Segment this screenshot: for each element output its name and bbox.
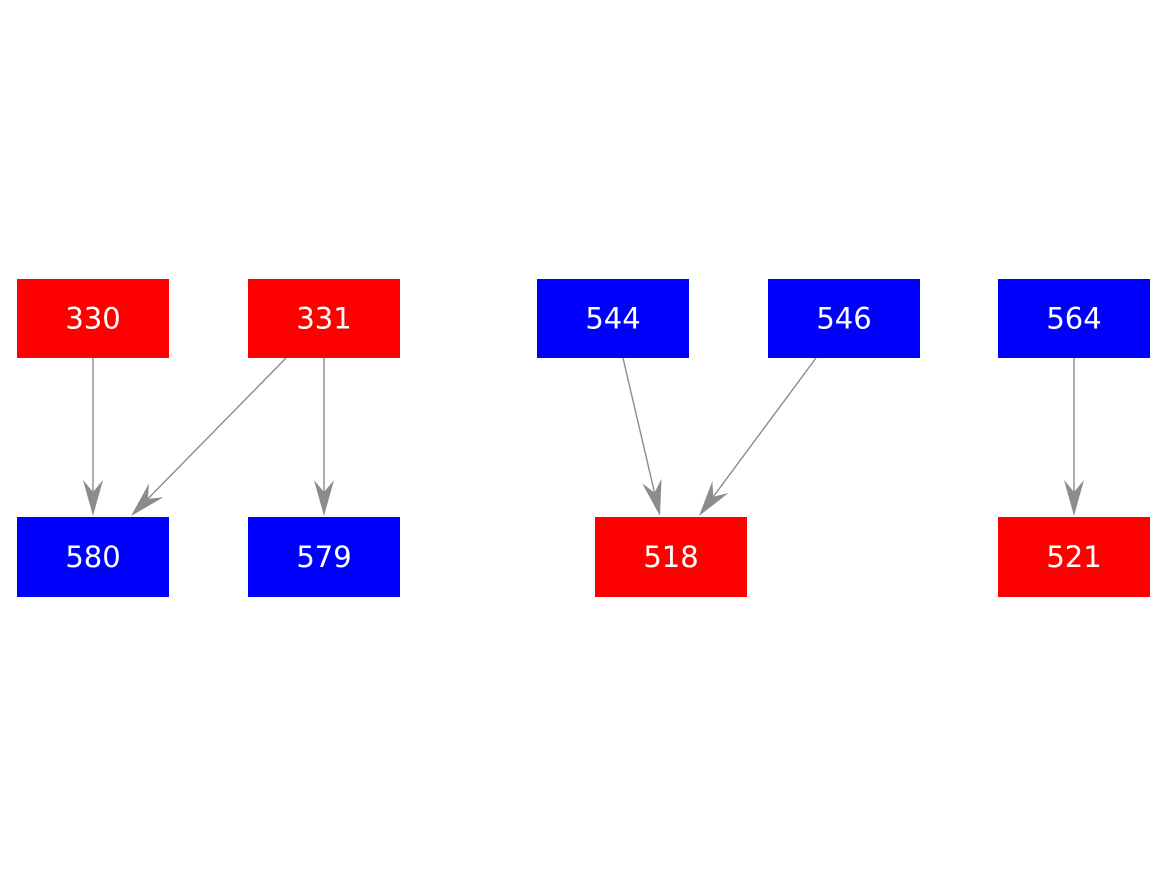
nodes-layer: 330 331 544 546 564 580 579 518 521 bbox=[17, 279, 1150, 597]
arrowhead-icon bbox=[131, 483, 164, 516]
node-label-521: 521 bbox=[1046, 540, 1101, 574]
node-label-580: 580 bbox=[65, 540, 120, 574]
node-579 bbox=[248, 517, 400, 597]
edge-331-580 bbox=[147, 357, 287, 500]
node-label-544: 544 bbox=[585, 302, 640, 336]
node-330 bbox=[17, 279, 169, 358]
edge-546-518 bbox=[712, 357, 817, 498]
arrowhead-icon bbox=[314, 480, 334, 516]
arrowhead-icon bbox=[83, 480, 103, 516]
node-564 bbox=[998, 279, 1150, 358]
arrowhead-icon bbox=[642, 478, 662, 516]
node-331 bbox=[248, 279, 400, 358]
arrowhead-icon bbox=[1064, 480, 1084, 516]
node-label-564: 564 bbox=[1046, 302, 1101, 336]
arrowhead-icon bbox=[699, 481, 729, 516]
node-label-546: 546 bbox=[816, 302, 871, 336]
node-518 bbox=[595, 517, 747, 597]
node-label-331: 331 bbox=[296, 302, 351, 336]
node-521 bbox=[998, 517, 1150, 597]
node-580 bbox=[17, 517, 169, 597]
edges-layer bbox=[83, 357, 1084, 516]
node-546 bbox=[768, 279, 920, 358]
node-label-518: 518 bbox=[643, 540, 698, 574]
edge-544-518 bbox=[622, 357, 656, 493]
node-label-330: 330 bbox=[65, 302, 120, 336]
node-544 bbox=[537, 279, 689, 358]
node-label-579: 579 bbox=[296, 540, 351, 574]
